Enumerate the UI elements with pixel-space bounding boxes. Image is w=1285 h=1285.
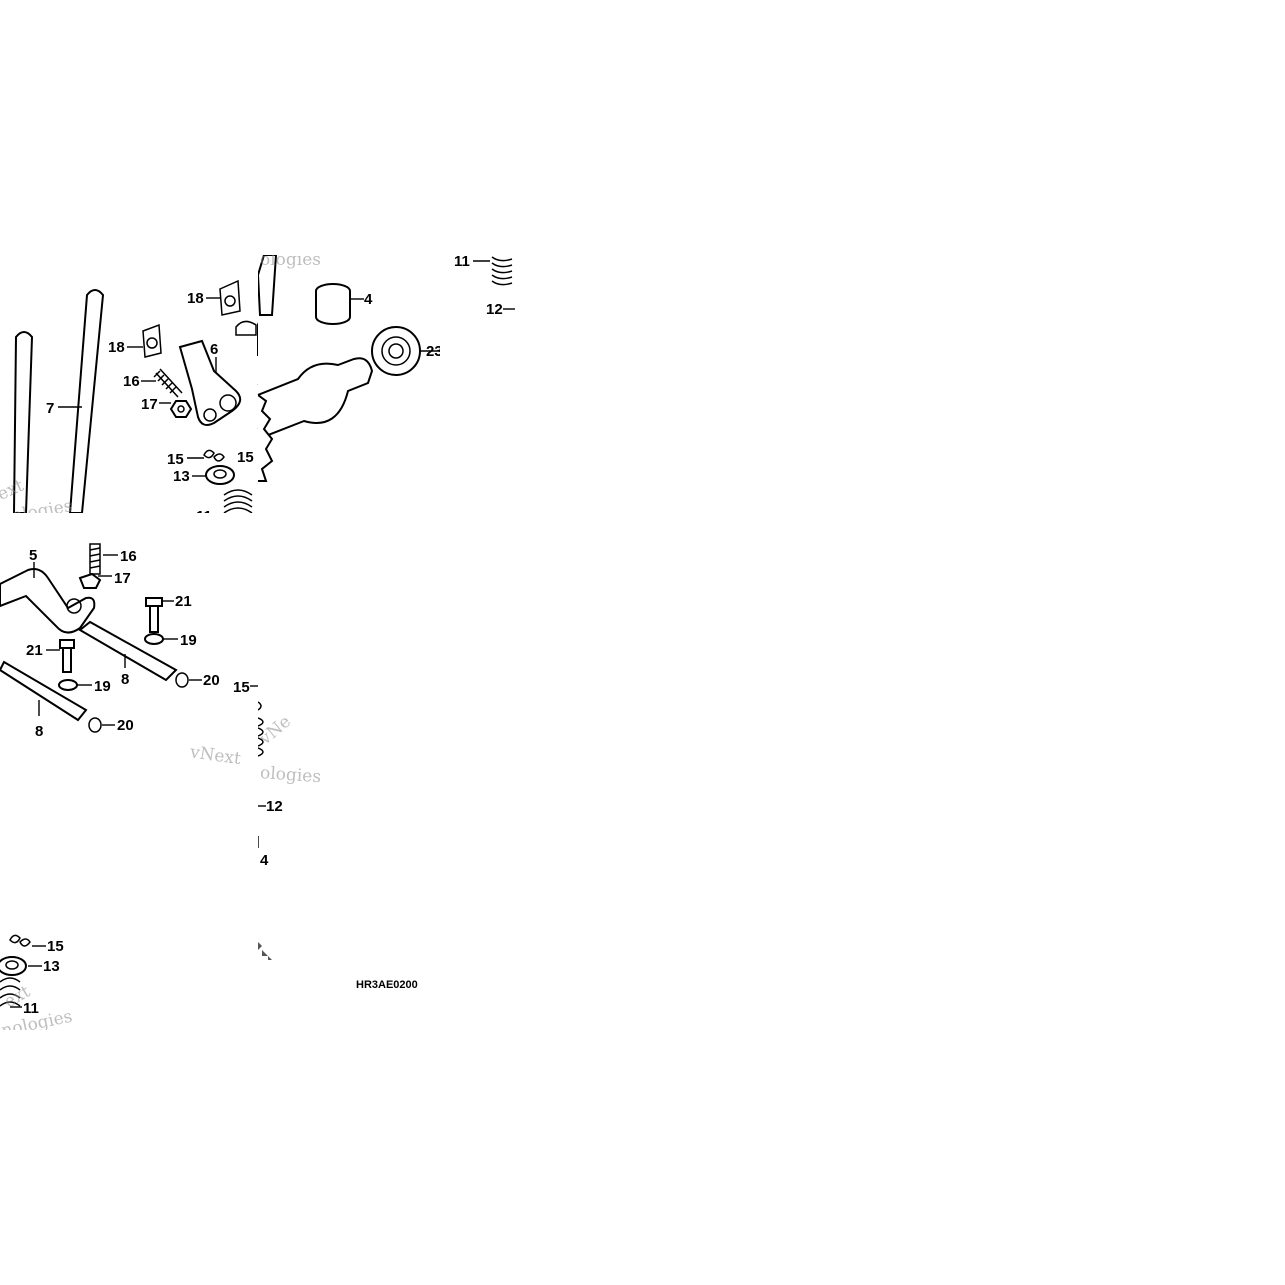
callout-12-mid: 12 xyxy=(266,798,283,815)
spring-retainer-part xyxy=(205,465,235,485)
callout-4-mid: 4 xyxy=(260,852,269,869)
callout-11: 11 xyxy=(454,255,470,270)
callout-13: 13 xyxy=(173,468,190,485)
callout-19-left: 19 xyxy=(94,678,111,695)
rocker-shafts-illustration: 5 16 17 21 19 8 20 xyxy=(0,543,258,769)
o-ring-right-part xyxy=(175,672,189,688)
camshaft-gear-teeth xyxy=(258,394,274,482)
callout-20-right: 20 xyxy=(203,672,220,689)
callout-15-right: 15 xyxy=(237,449,254,466)
tile-valve-parts-bottom: 15 13 11 ext nologies xyxy=(0,930,110,1030)
lock-nut-5-part xyxy=(78,572,102,589)
camshaft-body xyxy=(258,357,374,441)
valve-spring-part xyxy=(491,256,513,286)
callout-8-right: 8 xyxy=(121,671,129,688)
watermark-text: ologies xyxy=(260,255,321,270)
spring-retainer-bottom xyxy=(0,956,27,976)
callout-7: 7 xyxy=(46,400,54,417)
callout-11-bottom: 11 xyxy=(196,508,212,513)
tile-valve-spring-top: 11 12 xyxy=(440,255,515,315)
callout-16-mid: 16 xyxy=(120,548,137,565)
callout-18-lower: 18 xyxy=(108,339,125,356)
callout-15-left: 15 xyxy=(167,451,184,468)
camshaft-bearing-illustration: 4 23 ologies xyxy=(258,255,440,482)
lock-nut-part xyxy=(169,400,193,418)
callout-21-left: 21 xyxy=(26,642,43,659)
callout-5: 5 xyxy=(29,547,37,564)
valve-spring-part xyxy=(223,489,253,513)
washer-right-part xyxy=(144,633,164,645)
rocker-arm-part xyxy=(178,339,242,426)
watermark-text: vNe xyxy=(258,712,295,750)
diagram-code-label: HR3AE0200 xyxy=(356,979,418,991)
callout-18-upper: 18 xyxy=(187,290,204,307)
guide-plate-upper xyxy=(219,279,241,316)
callout-8-left: 8 xyxy=(35,723,43,740)
adjusting-screw-part xyxy=(153,368,183,398)
valve-parts-bottom-illustration: 15 13 11 ext nologies xyxy=(0,934,74,1030)
bolt-right-part xyxy=(145,597,163,633)
callout-12: 12 xyxy=(486,301,503,315)
washer-left-part xyxy=(58,679,78,691)
tile-rocker-camshaft: 7 18 18 6 16 17 xyxy=(0,255,258,513)
callout-4-upper: 4 xyxy=(364,291,373,308)
callout-17-mid: 17 xyxy=(114,570,131,587)
stipple-mark xyxy=(258,942,272,960)
push-rod-left xyxy=(12,331,34,513)
rocker-shaft-left xyxy=(0,660,88,722)
rocker-shaft-right xyxy=(78,620,178,682)
callout-21-right: 21 xyxy=(175,593,192,610)
guide-plate-lower xyxy=(142,323,162,358)
diagram-code-wrapper: HR3AE0200 xyxy=(356,979,418,991)
collet-part xyxy=(9,934,31,947)
valve-spring-bottom xyxy=(0,977,21,1007)
callout-16: 16 xyxy=(123,373,140,390)
callout-6: 6 xyxy=(210,341,218,358)
callout-17: 17 xyxy=(141,396,158,413)
adjusting-screw-5-part xyxy=(89,543,101,575)
spring-illustration-top: 11 12 xyxy=(454,255,515,315)
valve-spring-mid-illustration: vNe ologies 12 4 HR3AE0200 xyxy=(258,701,322,960)
callout-20-left: 20 xyxy=(117,717,134,734)
callout-15-mid: 15 xyxy=(233,679,250,696)
callout-15-bottom: 15 xyxy=(47,938,64,955)
push-rod-right xyxy=(68,289,105,513)
callout-13-bottom: 13 xyxy=(43,958,60,975)
callout-11-bottom2: 11 xyxy=(23,1000,39,1017)
tile-valve-spring-mid: vNe ologies 12 4 HR3AE0200 xyxy=(258,680,368,970)
watermark-text: ologies xyxy=(259,763,321,787)
o-ring-left-part xyxy=(88,717,102,733)
tappet-upper-part xyxy=(315,283,351,325)
tile-rocker-shafts: 5 16 17 21 19 8 20 xyxy=(0,530,258,775)
rocker-arm-5-part xyxy=(0,568,96,634)
bolt-left-part xyxy=(59,639,75,673)
tile-camshaft-bearing: 4 23 ologies xyxy=(258,255,440,513)
push-rod-top xyxy=(258,255,278,316)
rocker-camshaft-illustration: 7 18 18 6 16 17 xyxy=(0,279,258,513)
watermark-text: vNext xyxy=(188,742,242,769)
bearing-part xyxy=(371,326,421,376)
callout-23: 23 xyxy=(426,343,440,360)
callout-19-right: 19 xyxy=(180,632,197,649)
valve-spring-part xyxy=(258,701,264,757)
